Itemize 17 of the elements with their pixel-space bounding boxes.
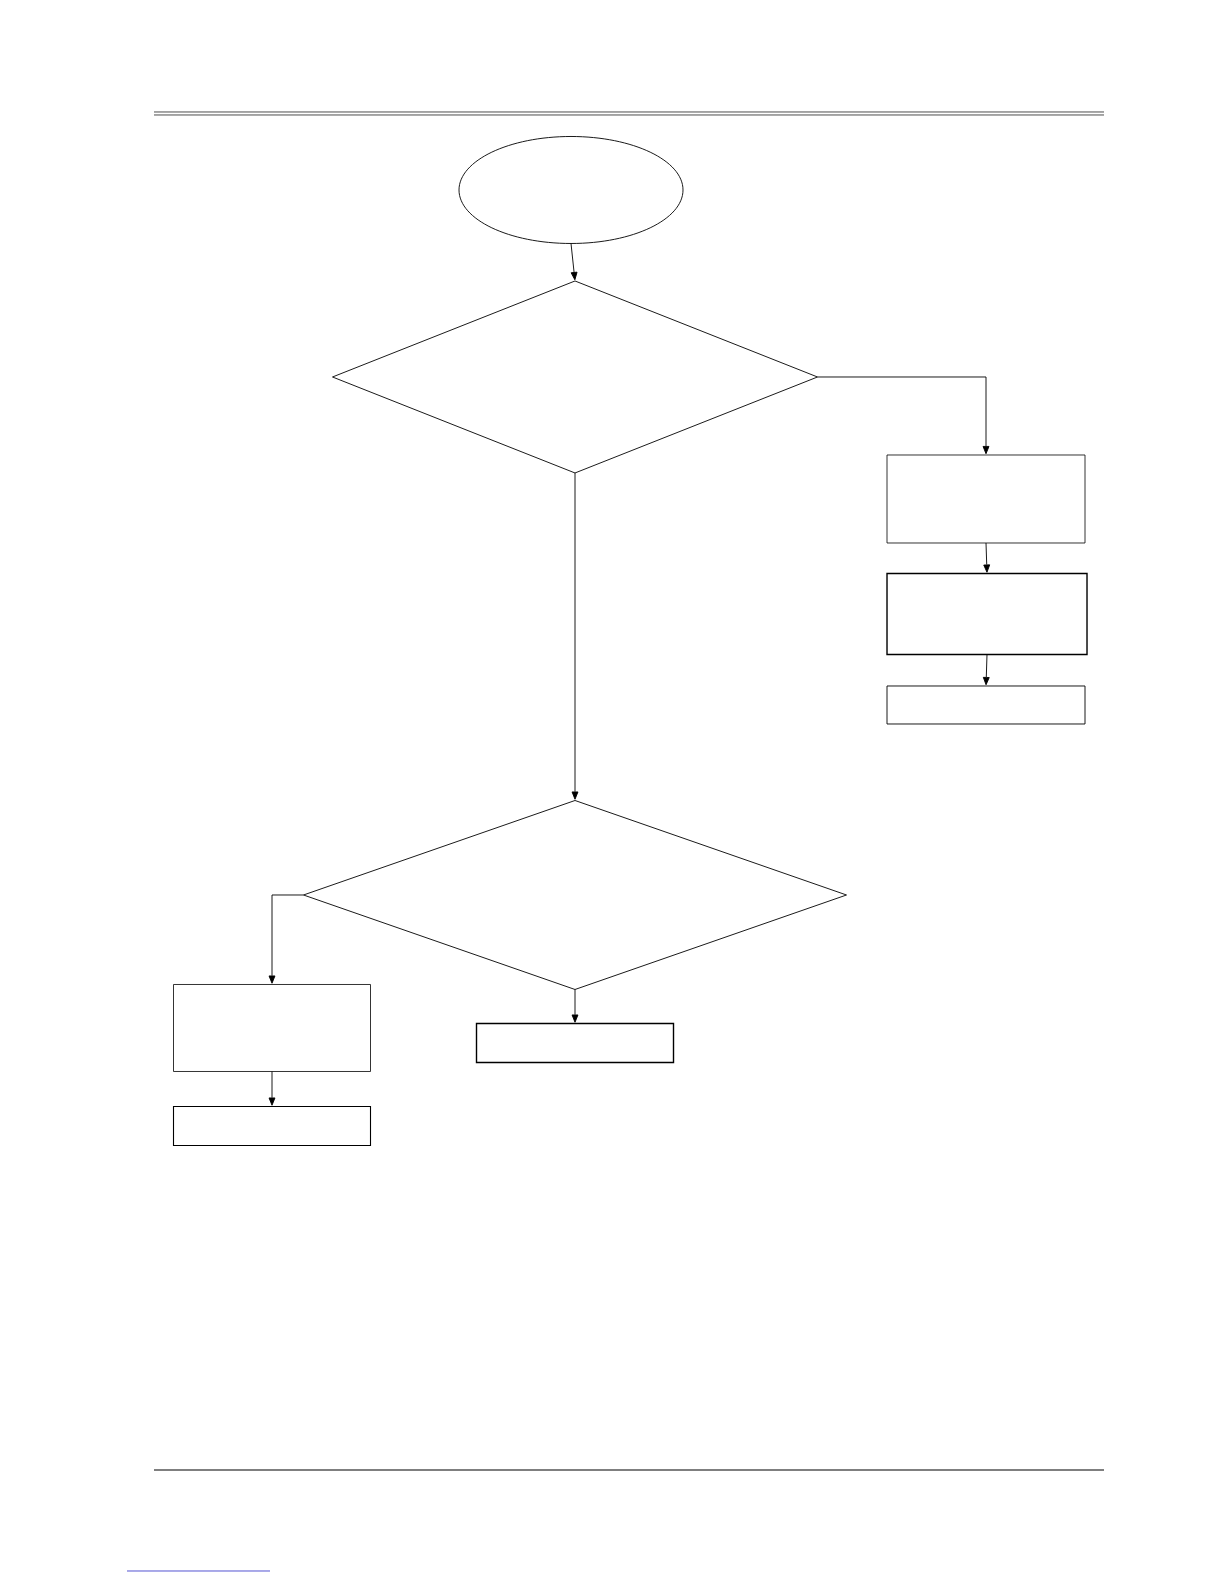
process-box [886,572,1088,656]
process-box [475,1022,675,1064]
arrow [570,243,578,281]
arrow [571,472,579,800]
arrow [982,654,990,686]
arrow [983,542,991,573]
decision-diamond [303,800,847,990]
arrow [571,989,579,1023]
decision-diamond [332,280,818,474]
process-box [172,1105,372,1147]
process-box [173,984,371,1072]
arrow [268,894,304,984]
start-ellipse [458,136,684,244]
arrow [817,376,990,455]
process-box [886,685,1086,725]
process-box [886,454,1086,544]
arrow [268,1071,276,1106]
